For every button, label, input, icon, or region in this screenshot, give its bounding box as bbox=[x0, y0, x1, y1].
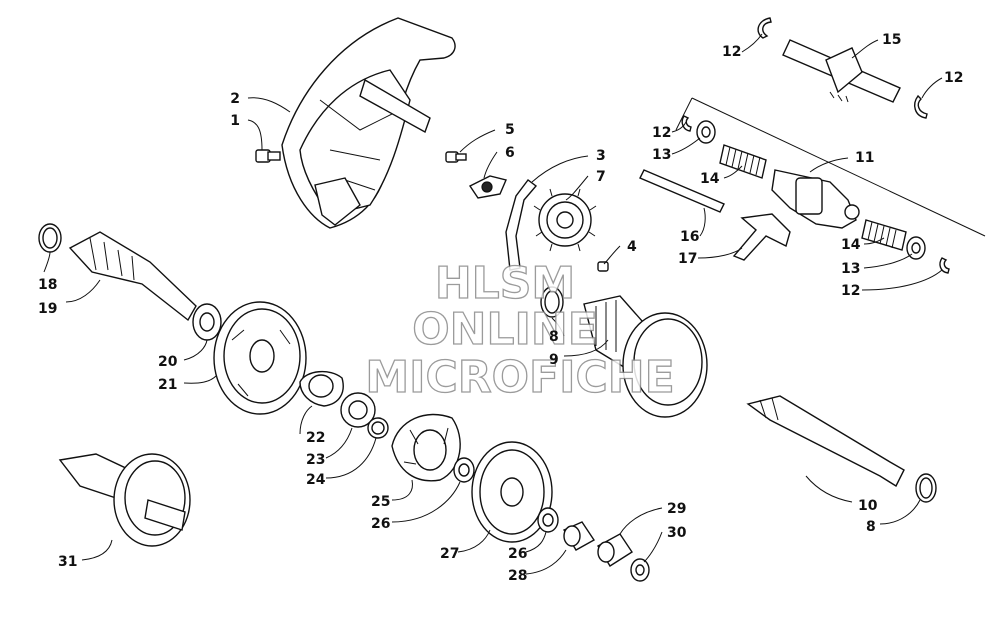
part-28-bearing bbox=[562, 521, 596, 551]
callout-12-top: 12 bbox=[722, 44, 741, 60]
callout-15: 15 bbox=[882, 32, 901, 48]
part-29-bushing bbox=[597, 533, 633, 567]
callout-1: 1 bbox=[230, 113, 240, 129]
watermark-line-1: HLSM bbox=[435, 258, 575, 309]
part-10-shaft bbox=[746, 395, 905, 488]
callout-14-upper: 14 bbox=[700, 171, 720, 187]
part-13-washer-upper bbox=[696, 120, 716, 144]
part-12-clip-upper-left bbox=[681, 115, 692, 132]
part-3-bracket bbox=[505, 179, 538, 271]
callout-8-upper: 8 bbox=[549, 329, 559, 345]
callout-27: 27 bbox=[440, 546, 459, 562]
callout-26-upper: 26 bbox=[371, 516, 390, 532]
part-1-bolt bbox=[255, 149, 281, 163]
callout-12-right: 12 bbox=[944, 70, 963, 86]
part-19-shaft bbox=[68, 231, 197, 322]
callout-19: 19 bbox=[38, 301, 57, 317]
callout-22: 22 bbox=[306, 430, 325, 446]
callout-18: 18 bbox=[38, 277, 57, 293]
callout-23: 23 bbox=[306, 452, 325, 468]
part-23-washer bbox=[340, 392, 376, 428]
callout-6: 6 bbox=[505, 145, 515, 161]
part-31-gear-shaft bbox=[58, 453, 191, 547]
part-12-clip-right bbox=[914, 94, 928, 119]
callout-4: 4 bbox=[627, 239, 637, 255]
part-8-snap-ring-lower bbox=[915, 473, 937, 503]
callout-13-lower: 13 bbox=[841, 261, 860, 277]
callout-28: 28 bbox=[508, 568, 527, 584]
callout-16: 16 bbox=[680, 229, 699, 245]
part-11-assembly-outline bbox=[675, 97, 986, 237]
part-24-snap-ring bbox=[367, 417, 389, 439]
callout-5: 5 bbox=[505, 122, 515, 138]
watermark-line-3: MICROFICHE bbox=[365, 352, 674, 403]
part-5-bolt bbox=[445, 151, 467, 163]
part-27-gear bbox=[471, 441, 553, 543]
callout-31: 31 bbox=[58, 554, 77, 570]
leader-lines bbox=[43, 33, 943, 575]
callout-24: 24 bbox=[306, 472, 326, 488]
part-18-snap-ring bbox=[38, 223, 62, 253]
callout-2: 2 bbox=[230, 91, 240, 107]
callout-12-upper-left: 12 bbox=[652, 125, 671, 141]
part-4-bolt bbox=[597, 261, 609, 272]
callout-3: 3 bbox=[596, 148, 606, 164]
part-11-shift-drum bbox=[771, 169, 860, 229]
watermark: HLSM ONLINE MICROFICHE bbox=[365, 257, 676, 403]
part-14-spring-lower bbox=[861, 219, 907, 251]
callout-7: 7 bbox=[596, 169, 606, 185]
part-12-clip-lower-right bbox=[939, 257, 950, 274]
callout-26-lower: 26 bbox=[508, 546, 527, 562]
part-12-clip-top bbox=[757, 17, 772, 39]
part-17-shift-fork bbox=[732, 213, 791, 261]
callout-14-lower: 14 bbox=[841, 237, 861, 253]
watermark-line-2: ONLINE bbox=[412, 304, 598, 355]
part-9-gear-shaft bbox=[583, 295, 708, 418]
part-26-washer-lower bbox=[537, 507, 559, 533]
callout-21: 21 bbox=[158, 377, 177, 393]
part-8-snap-ring-upper bbox=[540, 286, 564, 318]
callout-13-upper: 13 bbox=[652, 147, 671, 163]
callout-11: 11 bbox=[855, 150, 874, 166]
part-2-cover bbox=[281, 17, 456, 229]
callout-8-lower: 8 bbox=[866, 519, 876, 535]
callout-20: 20 bbox=[158, 354, 178, 370]
callout-9: 9 bbox=[549, 352, 559, 368]
part-25-clutch-hub bbox=[391, 413, 461, 482]
callout-17: 17 bbox=[678, 251, 697, 267]
part-15-shaft bbox=[782, 39, 901, 103]
callout-12-lower: 12 bbox=[841, 283, 860, 299]
callout-29: 29 bbox=[667, 501, 686, 517]
part-14-spring-upper bbox=[719, 144, 767, 179]
part-6-plate bbox=[468, 175, 507, 199]
part-16-pin bbox=[639, 169, 725, 213]
part-26-washer-upper bbox=[453, 457, 475, 483]
callout-10: 10 bbox=[858, 498, 878, 514]
part-7-sprocket bbox=[533, 188, 597, 252]
part-21-gear bbox=[213, 301, 307, 415]
callout-25: 25 bbox=[371, 494, 390, 510]
part-30-washer bbox=[630, 558, 650, 582]
callout-labels: 2 1 5 6 3 7 4 12 15 12 12 13 11 14 16 17… bbox=[38, 32, 963, 584]
part-13-washer-lower bbox=[906, 236, 926, 260]
callout-30: 30 bbox=[667, 525, 687, 541]
part-20-washer bbox=[192, 303, 222, 341]
part-22-bearing bbox=[299, 371, 344, 407]
